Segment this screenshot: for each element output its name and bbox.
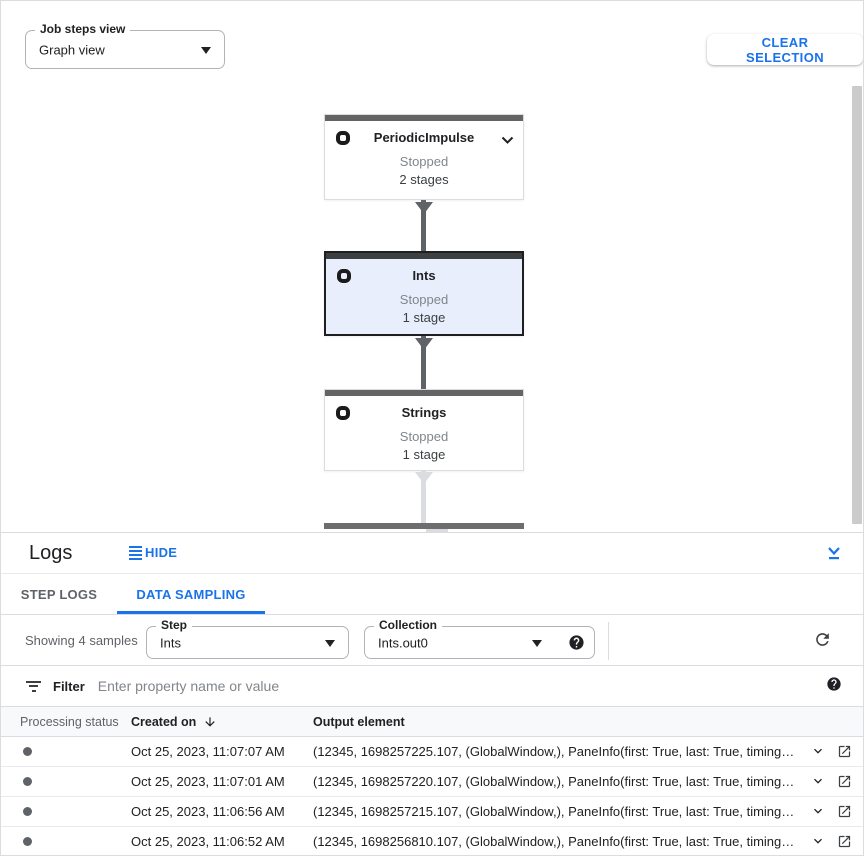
- collection-select[interactable]: Collection Ints.out0: [364, 618, 595, 659]
- filter-label: Filter: [53, 678, 85, 694]
- job-steps-view-label: Job steps view: [35, 22, 131, 36]
- help-icon[interactable]: [568, 634, 585, 656]
- logs-panel-title: Logs: [29, 542, 73, 564]
- job-steps-view-value: Graph view: [39, 42, 105, 57]
- help-icon[interactable]: [826, 676, 842, 697]
- processing-status-cell: [1, 747, 131, 756]
- clear-selection-button[interactable]: CLEAR SELECTION: [707, 34, 863, 65]
- dropdown-icon: [532, 639, 542, 647]
- status-dot-icon: [23, 807, 32, 816]
- open-in-new-icon[interactable]: [837, 774, 852, 792]
- node-stages: 1 stage: [402, 447, 446, 462]
- toolbar-divider: [608, 622, 609, 660]
- graph-node-periodicimpulse[interactable]: PeriodicImpulse Stopped 2 stages: [324, 114, 524, 200]
- step-select-label: Step: [156, 618, 193, 632]
- created-on-cell: Oct 25, 2023, 11:07:01 AM: [131, 774, 285, 789]
- step-icon: [337, 269, 351, 283]
- table-row[interactable]: Oct 25, 2023, 11:07:01 AM (12345, 169825…: [1, 767, 863, 797]
- node-stages: 2 stages: [399, 172, 449, 187]
- dropdown-icon: [201, 46, 211, 54]
- chevron-down-icon[interactable]: [810, 803, 826, 822]
- column-processing-status: Processing status: [20, 714, 119, 729]
- dropdown-icon: [325, 639, 335, 647]
- processing-status-cell: [1, 777, 131, 786]
- processing-status-cell: [1, 807, 131, 816]
- table-row[interactable]: Oct 25, 2023, 11:07:07 AM (12345, 169825…: [1, 737, 863, 767]
- tab-step-logs[interactable]: STEP LOGS: [20, 586, 98, 602]
- chevron-down-icon[interactable]: [810, 773, 826, 792]
- edge-arrowhead: [415, 472, 433, 484]
- graph-node-partial: [324, 523, 524, 529]
- hide-logs-button[interactable]: HIDE: [129, 545, 177, 560]
- chevron-down-icon[interactable]: [810, 743, 826, 762]
- status-dot-icon: [23, 837, 32, 846]
- chevron-down-icon[interactable]: [810, 833, 826, 852]
- table-header: Processing status Created on Output elem…: [1, 707, 863, 737]
- sample-count-label: Showing 4 samples: [25, 633, 138, 648]
- collapse-panel-icon[interactable]: [826, 544, 842, 566]
- output-element-cell: (12345, 1698257225.107, (GlobalWindow,),…: [313, 744, 795, 759]
- node-status: Stopped: [399, 429, 449, 444]
- sort-descending-icon[interactable]: [203, 715, 217, 729]
- graph-node-ints[interactable]: Ints Stopped 1 stage: [324, 251, 524, 336]
- edge-arrowhead: [415, 338, 433, 350]
- created-on-cell: Oct 25, 2023, 11:07:07 AM: [131, 744, 285, 759]
- output-element-cell: (12345, 1698257215.107, (GlobalWindow,),…: [313, 804, 795, 819]
- collection-select-value: Ints.out0: [378, 635, 428, 650]
- hide-label: HIDE: [145, 545, 178, 560]
- filter-icon: [26, 680, 41, 692]
- node-title: PeriodicImpulse: [373, 130, 475, 145]
- hide-icon: [129, 545, 142, 560]
- node-topbar: [326, 253, 522, 259]
- graph-node-strings[interactable]: Strings Stopped 1 stage: [324, 389, 524, 471]
- status-dot-icon: [23, 747, 32, 756]
- edge-ints-to-strings: [421, 336, 426, 390]
- node-title: Strings: [401, 405, 447, 420]
- edge-periodicimpulse-to-ints: [421, 200, 426, 252]
- open-in-new-icon[interactable]: [837, 834, 852, 852]
- node-topbar: [325, 115, 523, 121]
- open-in-new-icon[interactable]: [837, 804, 852, 822]
- graph-node-partial-body: [426, 529, 448, 532]
- step-select-value: Ints: [160, 635, 181, 650]
- logs-panel: Logs HIDE STEP LOGS DATA SAMPLING Showin…: [1, 532, 863, 855]
- edge-arrowhead: [415, 202, 433, 214]
- status-dot-icon: [23, 777, 32, 786]
- node-title: Ints: [412, 268, 436, 283]
- node-status: Stopped: [399, 154, 449, 169]
- node-topbar: [325, 390, 523, 396]
- edge-strings-to-next: [421, 471, 426, 523]
- open-in-new-icon[interactable]: [837, 744, 852, 762]
- step-select[interactable]: Step Ints: [146, 618, 349, 659]
- filter-bar: Filter: [1, 665, 863, 707]
- logs-header: Logs HIDE: [1, 533, 863, 574]
- job-steps-view-select[interactable]: Job steps view Graph view: [25, 22, 225, 69]
- step-icon: [336, 131, 350, 145]
- output-element-cell: (12345, 1698257220.107, (GlobalWindow,),…: [313, 774, 795, 789]
- table-row[interactable]: Oct 25, 2023, 11:06:56 AM (12345, 169825…: [1, 797, 863, 827]
- output-element-cell: (12345, 1698256810.107, (GlobalWindow,),…: [313, 834, 795, 849]
- node-stages: 1 stage: [402, 310, 446, 325]
- sampling-toolbar: Showing 4 samples Step Ints Collection I…: [1, 615, 863, 665]
- logs-tabs: STEP LOGS DATA SAMPLING: [1, 574, 863, 615]
- node-status: Stopped: [399, 292, 449, 307]
- processing-status-cell: [1, 837, 131, 846]
- refresh-icon[interactable]: [813, 630, 832, 654]
- graph-vertical-scrollbar[interactable]: [852, 86, 862, 524]
- collection-select-label: Collection: [374, 618, 443, 632]
- created-on-cell: Oct 25, 2023, 11:06:56 AM: [131, 804, 285, 819]
- chevron-down-icon[interactable]: [501, 132, 514, 150]
- column-output-element: Output element: [313, 714, 405, 729]
- table-row[interactable]: Oct 25, 2023, 11:06:52 AM (12345, 169825…: [1, 827, 863, 855]
- tab-data-sampling[interactable]: DATA SAMPLING: [117, 574, 265, 614]
- step-icon: [336, 406, 350, 420]
- created-on-cell: Oct 25, 2023, 11:06:52 AM: [131, 834, 285, 849]
- column-created-on[interactable]: Created on: [131, 715, 313, 729]
- filter-input[interactable]: [97, 678, 826, 694]
